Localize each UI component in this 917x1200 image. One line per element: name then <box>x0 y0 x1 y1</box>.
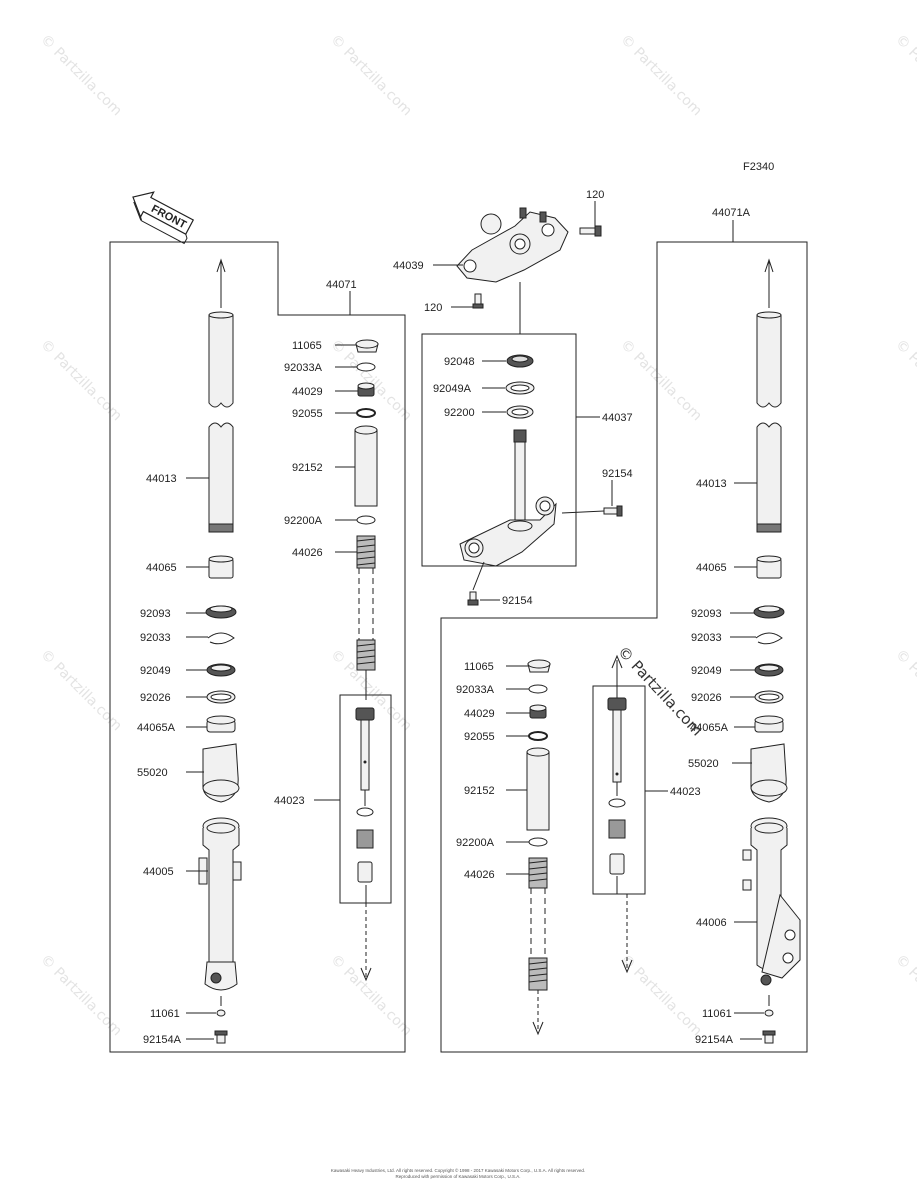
watermark: © Partzilla.com <box>617 32 705 120</box>
label-44071: 44071 <box>326 279 357 291</box>
label-92154-side: 92154 <box>602 468 633 480</box>
label-92033: 92033 <box>140 632 171 644</box>
label-r-92026: 92026 <box>691 692 722 704</box>
label-r-92154A: 92154A <box>695 1034 734 1046</box>
label-r-92033: 92033 <box>691 632 722 644</box>
label-r-92200A: 92200A <box>456 837 495 849</box>
watermark: © Partzilla.com <box>37 337 125 425</box>
watermark: © Partzilla.com <box>892 647 917 735</box>
diagram-watermark: © Partzilla.com <box>614 642 706 739</box>
label-r-44006: 44006 <box>696 917 727 929</box>
watermark: © Partzilla.com <box>37 952 125 1040</box>
spring-r-44026 <box>528 857 548 991</box>
label-r-44013: 44013 <box>696 478 727 490</box>
label-11065: 11065 <box>292 340 322 352</box>
left-fork-outer-column <box>198 258 242 1044</box>
label-92055: 92055 <box>292 408 323 420</box>
label-44023: 44023 <box>274 795 305 807</box>
right-fork-inner-column <box>526 654 668 1036</box>
label-r-44065: 44065 <box>696 562 727 574</box>
left-outer-leaders <box>186 477 216 1040</box>
right-outer-leaders <box>730 482 764 1040</box>
label-92152: 92152 <box>292 462 323 474</box>
label-92154A: 92154A <box>143 1034 182 1046</box>
watermark: © Partzilla.com <box>37 32 125 120</box>
steering-assembly-frame <box>421 333 577 567</box>
label-r-92033A: 92033A <box>456 684 495 696</box>
label-92049A: 92049A <box>433 383 472 395</box>
label-44071A: 44071A <box>712 207 751 219</box>
label-r-11065: 11065 <box>464 661 494 673</box>
label-44065: 44065 <box>146 562 177 574</box>
right-inner-leaders <box>506 665 530 875</box>
label-92049: 92049 <box>140 665 171 677</box>
label-120-top: 120 <box>586 189 604 201</box>
label-r-44029: 44029 <box>464 708 495 720</box>
label-44005: 44005 <box>143 866 174 878</box>
label-55020: 55020 <box>137 767 168 779</box>
steering-stem-parts <box>459 354 623 606</box>
upper-bracket-44039 <box>456 207 602 309</box>
watermark: © Partzilla.com <box>892 32 917 120</box>
figure-code: F2340 <box>743 161 774 173</box>
label-92200A: 92200A <box>284 515 323 527</box>
label-92200: 92200 <box>444 407 475 419</box>
label-92026: 92026 <box>140 692 171 704</box>
copyright-line-1: Kawasaki Heavy Industries, Ltd. All righ… <box>331 1167 585 1173</box>
right-fork-outer-column <box>742 258 801 1044</box>
right-assembly-frame <box>440 241 808 1053</box>
left-fork-inner-column <box>314 339 392 982</box>
label-r-92055: 92055 <box>464 731 495 743</box>
label-92154-bottom: 92154 <box>502 595 533 607</box>
label-r-92093: 92093 <box>691 608 722 620</box>
label-92048: 92048 <box>444 356 475 368</box>
label-44039: 44039 <box>393 260 424 272</box>
watermark: © Partzilla.com <box>37 647 125 735</box>
front-arrow-icon: FRONT <box>132 191 195 245</box>
watermark: © Partzilla.com <box>892 337 917 425</box>
left-assembly-frame <box>109 241 406 1053</box>
label-44013: 44013 <box>146 473 177 485</box>
label-r-11061: 11061 <box>702 1008 732 1020</box>
label-r-55020: 55020 <box>688 758 719 770</box>
copyright-line-2: Reproduced with permission of Kawasaki M… <box>395 1174 520 1179</box>
label-r-92049: 92049 <box>691 665 722 677</box>
label-r-92152: 92152 <box>464 785 495 797</box>
watermark: © Partzilla.com <box>327 952 415 1040</box>
label-44026: 44026 <box>292 547 323 559</box>
label-r-44023: 44023 <box>670 786 701 798</box>
label-92093: 92093 <box>140 608 171 620</box>
left-inner-leaders <box>335 344 358 553</box>
label-44037: 44037 <box>602 412 633 424</box>
label-44029: 44029 <box>292 386 323 398</box>
label-r-44065A: 44065A <box>690 722 729 734</box>
label-120-bottom: 120 <box>424 302 442 314</box>
label-44065A: 44065A <box>137 722 176 734</box>
label-r-44026: 44026 <box>464 869 495 881</box>
label-11061: 11061 <box>150 1008 180 1020</box>
watermark: © Partzilla.com <box>892 952 917 1040</box>
label-92033A: 92033A <box>284 362 323 374</box>
spring-44026 <box>356 535 376 671</box>
watermark: © Partzilla.com <box>327 32 415 120</box>
